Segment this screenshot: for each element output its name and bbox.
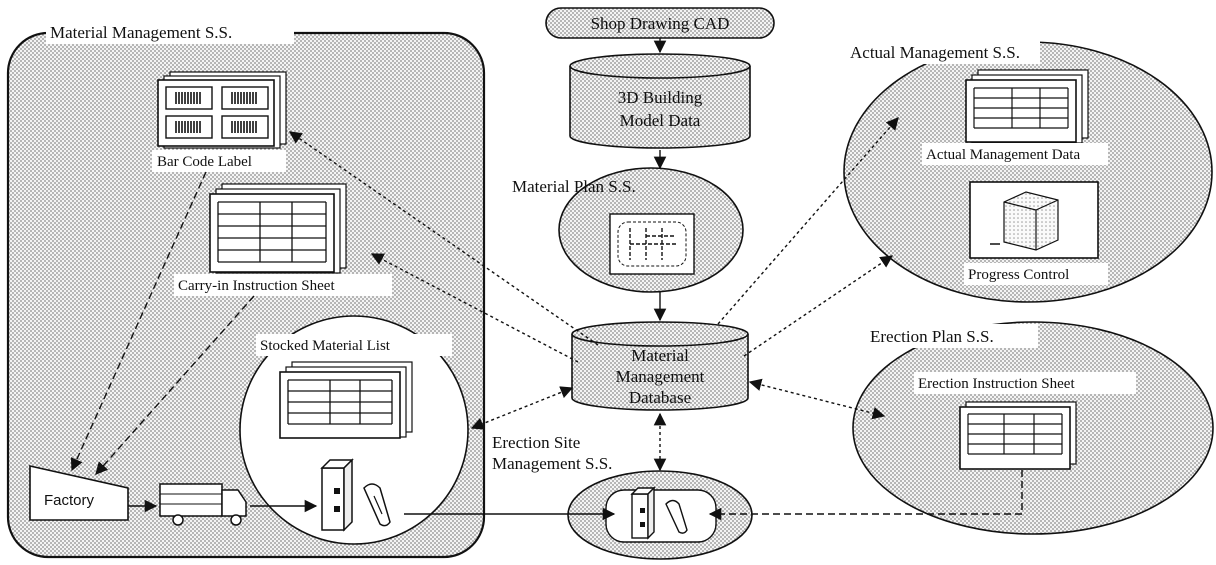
carry-in-sheet-text: Carry-in Instruction Sheet [178,278,335,294]
erection-site-text-2: Management S.S. [492,454,612,473]
arrow-erection-to-site [708,470,1023,521]
arrow-carryin-to-factory [95,295,255,475]
erection-site-text-1: Erection Site [492,433,580,452]
material-management-subsystem: Material Management S.S. Bar Code Label [6,20,486,559]
database-text-1: Material [631,346,689,365]
truck-icon [159,483,247,526]
site-scanner-icon [665,499,688,534]
factory-box [29,465,129,521]
erection-plan-subsystem: Erection Plan S.S. Erection Instruction … [852,321,1214,535]
barcode-scanner-icon [363,483,391,527]
actual-management-title: Actual Management S.S. [850,43,1020,62]
building-model-database [569,53,751,149]
database-text-2: Management [616,367,705,386]
center-column: Shop Drawing CAD 3D Building Model Data … [492,7,775,560]
connectors [70,38,1023,521]
progress-control-text: Progress Control [968,267,1069,283]
erection-plan-title: Erection Plan S.S. [870,327,994,346]
building-model-text-2: Model Data [620,111,701,130]
bar-code-label-icon [157,71,287,149]
factory-text: Factory [44,492,95,509]
stocked-material-list-text: Stocked Material List [260,338,391,354]
actual-data-sheet-icon [965,69,1089,144]
material-management-title: Material Management S.S. [50,23,232,42]
stocked-list-sheet-icon [279,361,413,439]
arrow-db-stocked [470,386,574,430]
carry-in-sheet-icon [209,183,347,274]
material-management-database [571,321,749,411]
arrow-db-erection [748,378,886,420]
erection-instruction-sheet-text: Erection Instruction Sheet [918,376,1075,392]
building-model-text-1: 3D Building [618,88,703,107]
actual-management-subsystem: Actual Management S.S. Actual Management… [843,40,1213,303]
database-text-3: Database [629,388,691,407]
arrow-db-to-carryin [370,253,579,363]
bar-code-label-text: Bar Code Label [157,154,252,170]
erection-sheet-icon [959,401,1077,470]
arrow-db-to-barcode [288,131,599,346]
shop-drawing-cad-text: Shop Drawing CAD [591,14,730,33]
site-column-icon [630,486,656,540]
column-member-icon [320,458,354,532]
material-plan-text: Material Plan S.S. [512,177,636,196]
progress-control-icon [969,181,1099,259]
actual-management-data-text: Actual Management Data [926,147,1080,163]
floor-plan-icon [609,213,695,275]
